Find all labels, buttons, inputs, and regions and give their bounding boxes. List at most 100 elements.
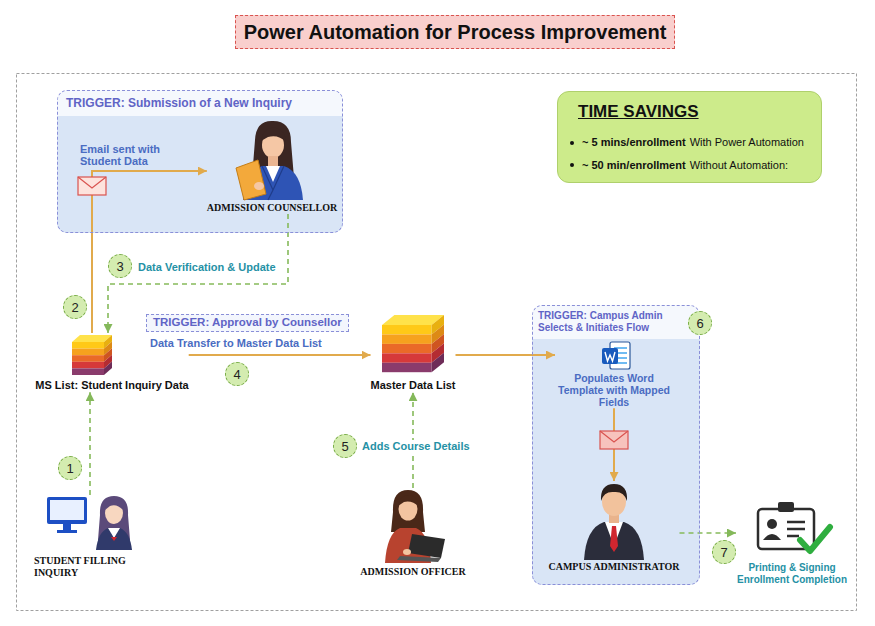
list-node: Master Data List <box>371 313 456 392</box>
person-node: ADMISSION OFFICER <box>360 488 465 578</box>
student-figure <box>105 499 124 511</box>
enrollment-badge-icon <box>763 534 781 540</box>
time-savings-box: TIME SAVINGS ~ 5 mins/enrollment With Powe… <box>557 91 822 183</box>
administrator-figure <box>584 522 644 560</box>
computer-icon <box>47 497 87 533</box>
list-icon <box>382 315 444 372</box>
trigger-label: TRIGGER: Approval by Counsellor <box>153 316 342 330</box>
title-wrap: Power Automation for Process Improvement <box>235 15 676 49</box>
flow-arrow <box>456 354 556 356</box>
officer-figure <box>398 495 419 507</box>
enrollment-badge-icon <box>787 522 805 536</box>
trigger-panel: TRIGGER: Campus Admin Selects & Initiate… <box>532 305 700 585</box>
node-label: MS List: Student Inquiry Data <box>35 379 188 392</box>
officer-figure <box>408 534 445 558</box>
enrollment-badge-icon <box>800 527 830 551</box>
callout-text: 5 <box>341 440 348 453</box>
bullet-text: ~ 5 mins/enrollment <box>582 136 686 149</box>
dashed-arrow <box>680 532 737 534</box>
edge-label-wrap: Data Verification & Update <box>136 261 278 273</box>
callout-text: 1 <box>66 462 73 475</box>
bullet-row: ~ 50 min/enrollment Without Automation: <box>568 159 813 172</box>
officer-figure <box>397 556 441 562</box>
edge-label: Data Verification & Update <box>136 261 278 273</box>
counsellor-figure <box>236 121 303 200</box>
envelope-icon <box>600 431 628 449</box>
callout-number: 6 <box>688 311 712 335</box>
person-node: ADMISSION COUNSELLOR <box>207 122 337 214</box>
completion-node: Printing & Signing Enrollment Completion <box>736 500 848 586</box>
bullet-text: Without Automation: <box>690 159 788 172</box>
node-label: Printing & Signing Enrollment Completion <box>736 562 848 586</box>
node-label: CAMPUS ADMINISTRATOR <box>548 561 679 573</box>
word-node: Populates Word Template with Mapped Fiel… <box>555 340 673 408</box>
panel-heading: TRIGGER: Submission of a New Inquiry <box>58 91 342 111</box>
node-label: STUDENT FILLING INQUIRY <box>34 555 134 579</box>
word-icon <box>602 342 630 369</box>
bullet-dot <box>570 163 574 167</box>
computer-icon <box>47 497 87 524</box>
edge-label-wrap: Adds Course Details <box>360 440 472 452</box>
callout-number: 1 <box>58 456 82 480</box>
callout-number: 3 <box>108 254 132 278</box>
enrollment-badge-icon <box>758 502 830 551</box>
word-icon <box>602 348 618 364</box>
node-label: Populates Word Template with Mapped Fiel… <box>555 372 673 408</box>
student-figure <box>96 496 132 550</box>
edge-label: Adds Course Details <box>360 440 472 452</box>
callout-number: 4 <box>225 362 249 386</box>
dashed-arrow <box>89 392 91 495</box>
student-figure <box>108 528 120 538</box>
person-node: STUDENT FILLING INQUIRY <box>34 495 134 579</box>
computer-icon <box>50 500 84 520</box>
counsellor-figure <box>261 128 286 142</box>
callout-text: 6 <box>696 317 703 330</box>
computer-icon <box>57 524 77 533</box>
person-node: CAMPUS ADMINISTRATOR <box>548 481 679 573</box>
administrator-figure <box>601 484 627 501</box>
envelope-icon <box>78 177 106 195</box>
bullet-text: With Power Automation <box>690 136 804 149</box>
panel-heading: TRIGGER: Campus Admin Selects & Initiate… <box>533 306 699 333</box>
flow-arrow <box>189 354 371 356</box>
envelope-icon <box>600 431 628 449</box>
panel-fill <box>532 305 700 585</box>
bullet-text: ~ 50 min/enrollment <box>582 159 686 172</box>
outer-frame <box>17 74 857 611</box>
envelope-icon <box>78 177 106 188</box>
diagram-title: Power Automation for Process Improvement <box>235 15 676 49</box>
panel-fill <box>57 90 343 233</box>
counsellor-figure <box>254 182 264 190</box>
student-figure <box>96 528 132 550</box>
administrator-figure <box>584 484 644 560</box>
edge-label-wrap: Email sent with Student Data <box>80 143 166 167</box>
officer-figure <box>391 490 425 532</box>
counsellor-figure <box>262 166 284 200</box>
officer-figure <box>403 549 411 555</box>
envelope-icon <box>600 431 628 442</box>
edge-label: Data Transfer to Master Data List <box>150 337 322 349</box>
callout-number: 5 <box>333 434 357 458</box>
bullet-row: ~ 5 mins/enrollment With Power Automation <box>568 136 813 149</box>
counsellor-figure <box>236 160 266 200</box>
envelope-icon <box>78 177 106 195</box>
edge-label: Email sent with Student Data <box>80 143 166 167</box>
word-icon <box>605 352 615 361</box>
flow-arrow <box>92 171 207 333</box>
student-figure <box>111 537 117 541</box>
callout-number: 7 <box>712 540 736 564</box>
callout-text: 4 <box>233 368 240 381</box>
callout-number: 2 <box>63 295 87 319</box>
node-label: ADMISSION OFFICER <box>360 566 465 578</box>
node-label: Master Data List <box>371 379 456 392</box>
administrator-figure <box>610 526 618 552</box>
edge-label-wrap: Data Transfer to Master Data List <box>150 337 322 349</box>
panel-heading: TIME SAVINGS <box>578 102 813 122</box>
callout-text: 3 <box>116 260 123 273</box>
enrollment-badge-icon <box>778 502 794 512</box>
callout-text: 7 <box>720 546 727 559</box>
trigger-box: TRIGGER: Approval by Counsellor <box>146 314 349 332</box>
counsellor-figure <box>268 156 278 166</box>
officer-figure <box>385 490 445 563</box>
